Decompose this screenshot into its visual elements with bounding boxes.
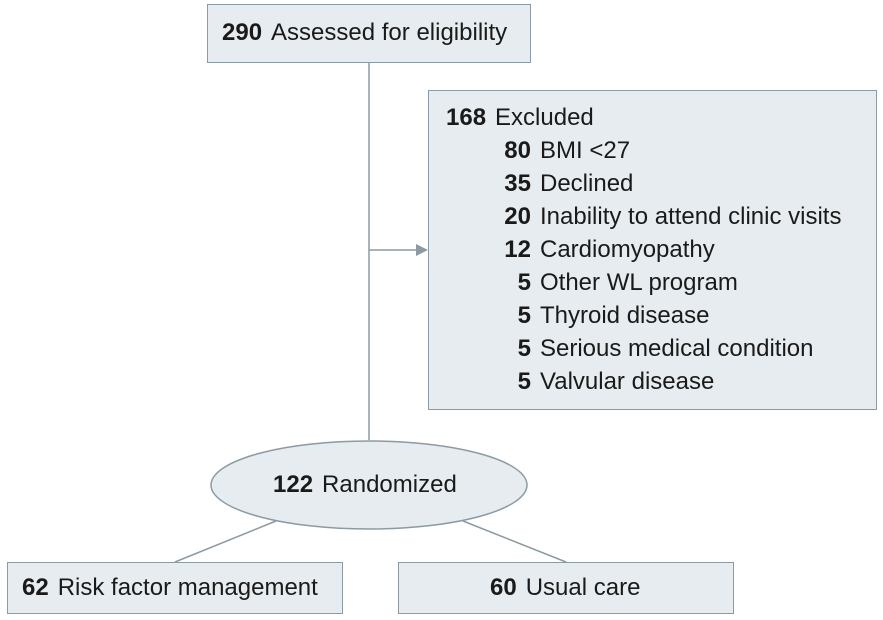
assessed-label: Assessed for eligibility bbox=[271, 19, 508, 46]
exclusion-reason: 5 Thyroid disease bbox=[489, 302, 710, 330]
reason-label: Thyroid disease bbox=[540, 302, 710, 329]
excluded-label: Excluded bbox=[495, 104, 594, 131]
arm-label: Usual care bbox=[525, 574, 641, 601]
reason-label: Serious medical condition bbox=[540, 335, 814, 362]
randomized-label: Randomized bbox=[322, 471, 457, 498]
reason-count: 20 bbox=[504, 203, 531, 230]
reason-count: 80 bbox=[504, 137, 531, 164]
reason-count: 35 bbox=[504, 170, 531, 197]
arm-box-usual-care: 60 Usual care bbox=[398, 562, 734, 614]
exclusion-reason: 20 Inability to attend clinic visits bbox=[489, 203, 841, 231]
reason-label: Inability to attend clinic visits bbox=[540, 203, 842, 230]
excluded-box: 168 Excluded 80 BMI <27 35 Declined 20 Inabi… bbox=[428, 90, 877, 410]
reason-count: 5 bbox=[517, 302, 531, 329]
branch-line-left bbox=[174, 520, 277, 563]
excluded-count: 168 bbox=[446, 104, 487, 131]
arm-count: 60 bbox=[490, 574, 517, 601]
exclusion-reason: 12 Cardiomyopathy bbox=[489, 236, 715, 264]
branch-line-right bbox=[462, 520, 567, 563]
reason-label: BMI <27 bbox=[540, 137, 631, 164]
exclusion-reason: 5 Other WL program bbox=[489, 269, 738, 297]
reason-count: 12 bbox=[504, 236, 531, 263]
exclusion-reason: 35 Declined bbox=[489, 170, 633, 198]
reason-count: 5 bbox=[517, 368, 531, 395]
reason-label: Valvular disease bbox=[540, 368, 715, 395]
randomized-node: 122 Randomized bbox=[273, 471, 457, 499]
reason-label: Declined bbox=[540, 170, 634, 197]
exclusion-reason: 80 BMI <27 bbox=[489, 137, 630, 165]
exclusion-reason: 5 Valvular disease bbox=[489, 368, 715, 396]
exclusion-reason: 5 Serious medical condition bbox=[489, 335, 814, 363]
reason-count: 5 bbox=[517, 269, 531, 296]
reason-label: Other WL program bbox=[540, 269, 738, 296]
randomized-ellipse bbox=[210, 440, 528, 530]
assessed-box: 290 Assessed for eligibility bbox=[207, 4, 531, 63]
arm-box-risk-factor: 62 Risk factor management bbox=[7, 562, 343, 614]
arm-label: Risk factor management bbox=[57, 574, 318, 601]
arm-count: 62 bbox=[22, 574, 49, 601]
assessed-count: 290 bbox=[222, 19, 263, 46]
reason-label: Cardiomyopathy bbox=[540, 236, 715, 263]
randomized-count: 122 bbox=[273, 471, 314, 498]
reason-count: 5 bbox=[517, 335, 531, 362]
